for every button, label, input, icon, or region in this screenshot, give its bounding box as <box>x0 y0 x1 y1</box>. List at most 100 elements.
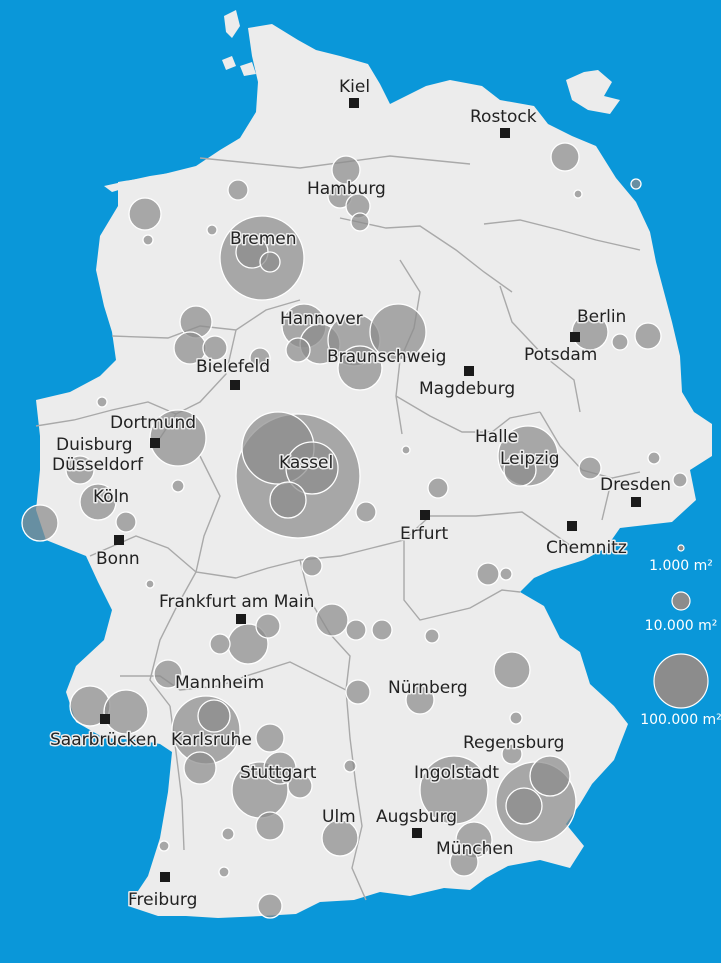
city-label-ingolstadt: Ingolstadt <box>414 763 499 783</box>
city-label-karlsruhe: Karlsruhe <box>171 730 252 750</box>
bubble <box>115 511 137 533</box>
city-label-saarbruecken: Saarbrücken <box>50 730 157 750</box>
bubble <box>343 759 357 773</box>
bubble <box>171 479 185 493</box>
bubble <box>493 651 531 689</box>
bubble <box>550 142 580 172</box>
city-label-koeln: Köln <box>93 487 129 507</box>
bubble <box>331 155 361 185</box>
city-label-magdeburg: Magdeburg <box>419 379 515 399</box>
legend-label-100000: 100.000 m² <box>640 712 721 728</box>
mainland <box>36 24 712 918</box>
bubble <box>257 893 283 919</box>
island-small-1 <box>222 56 236 70</box>
island-north-sea <box>104 172 176 192</box>
bubble <box>427 477 449 499</box>
legend-label-1000: 1.000 m² <box>649 558 713 574</box>
bubble <box>315 603 349 637</box>
bubble <box>503 453 537 487</box>
bubble <box>21 504 59 542</box>
bubble <box>634 322 662 350</box>
bubble <box>209 633 231 655</box>
city-label-duisburg: Duisburg <box>56 435 133 455</box>
city-label-braunschweig: Braunschweig <box>327 347 446 367</box>
legend-circle-1000 <box>677 544 685 552</box>
area-bubbles <box>21 142 688 919</box>
city-label-kassel: Kassel <box>279 453 333 473</box>
bubble <box>449 847 479 877</box>
bubble <box>401 445 411 455</box>
legend-label-10000: 10.000 m² <box>645 618 718 634</box>
city-label-dresden: Dresden <box>600 475 671 495</box>
island-ruegen <box>566 70 620 114</box>
bubble <box>476 562 500 586</box>
bubble <box>350 212 370 232</box>
bubble <box>221 827 235 841</box>
city-label-nuernberg: Nürnberg <box>388 678 468 698</box>
city-label-hamburg: Hamburg <box>307 179 386 199</box>
bubble <box>371 619 393 641</box>
marker-saarbruecken <box>100 714 110 724</box>
marker-erfurt <box>420 510 430 520</box>
bubble <box>249 347 271 369</box>
bubble <box>255 723 285 753</box>
marker-augsburg <box>412 828 422 838</box>
marker-magdeburg <box>464 366 474 376</box>
marker-chemnitz <box>567 521 577 531</box>
bubble <box>269 481 307 519</box>
bubble <box>337 345 383 391</box>
bubble <box>611 333 629 351</box>
city-label-ulm: Ulm <box>322 807 356 827</box>
bubble <box>218 866 230 878</box>
marker-frankfurt <box>236 614 246 624</box>
bubble <box>505 787 543 825</box>
bubble <box>345 619 367 641</box>
city-label-stuttgart: Stuttgart <box>240 763 317 783</box>
bubble <box>419 755 489 825</box>
bubble <box>153 659 183 689</box>
size-legend: 1.000 m² 10.000 m² 100.000 m² <box>640 544 721 728</box>
city-label-frankfurt: Frankfurt am Main <box>159 592 314 612</box>
city-label-bonn: Bonn <box>96 549 140 569</box>
island-north <box>224 10 240 38</box>
legend-circle-10000 <box>671 591 691 611</box>
bubble <box>79 483 117 521</box>
bubble <box>509 711 523 725</box>
legend-circle-100000 <box>653 653 709 709</box>
marker-dresden <box>631 497 641 507</box>
marker-bonn <box>114 535 124 545</box>
bubble <box>285 337 311 363</box>
city-label-dortmund: Dortmund <box>110 413 196 433</box>
bubble <box>202 335 228 361</box>
bubble <box>285 441 339 495</box>
bubble <box>405 685 435 715</box>
marker-freiburg <box>160 872 170 882</box>
bubble <box>96 396 108 408</box>
bubble <box>355 501 377 523</box>
city-label-berlin: Berlin <box>577 307 626 327</box>
city-label-kiel: Kiel <box>339 77 370 97</box>
bubble <box>103 689 149 735</box>
bubble <box>573 189 583 199</box>
bubble <box>672 472 688 488</box>
city-label-halle: Halle <box>475 427 518 447</box>
bubble <box>227 179 249 201</box>
bubble <box>255 613 281 639</box>
bubble <box>529 755 571 797</box>
city-label-potsdam: Potsdam <box>524 345 597 365</box>
bubble <box>647 451 661 465</box>
city-label-bremen: Bremen <box>230 229 297 249</box>
city-label-hannover: Hannover <box>280 309 363 329</box>
city-label-muenchen: München <box>436 839 514 859</box>
bubble <box>501 743 523 765</box>
city-label-augsburg: Augsburg <box>376 807 457 827</box>
island-small-2 <box>240 62 256 76</box>
city-label-chemnitz: Chemnitz <box>546 538 627 558</box>
marker-potsdam <box>570 332 580 342</box>
bubble <box>263 751 297 785</box>
bubble <box>424 628 440 644</box>
bubble <box>499 567 513 581</box>
bubble <box>630 178 642 190</box>
bubble <box>206 224 218 236</box>
